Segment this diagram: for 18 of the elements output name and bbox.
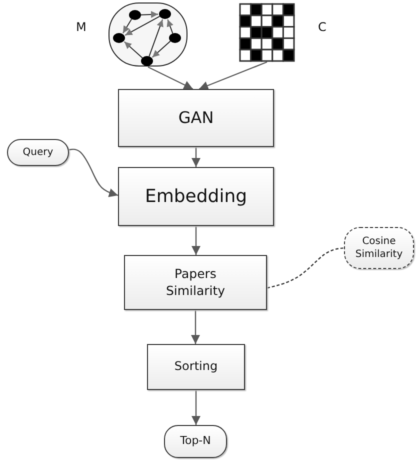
output-terminal: Top-N: [164, 425, 227, 458]
matrix-drawing: [239, 3, 295, 62]
arrow: [191, 310, 200, 344]
process-box: Papers Similarity: [124, 255, 267, 310]
node-caption: M: [76, 20, 86, 34]
arrow: [148, 66, 194, 90]
node-caption: C: [318, 20, 326, 34]
arrow: [192, 147, 200, 167]
arrow: [192, 390, 200, 425]
input-terminal: Query: [7, 139, 69, 166]
dashed-connector: [266, 247, 344, 289]
arrow: [68, 148, 118, 198]
process-box: Sorting: [147, 344, 245, 390]
process-box: GAN: [118, 89, 274, 147]
arrow: [198, 61, 268, 90]
process-box: Embedding: [118, 167, 274, 226]
arrow: [192, 226, 200, 255]
note-bubble: Cosine Similarity: [344, 227, 414, 269]
